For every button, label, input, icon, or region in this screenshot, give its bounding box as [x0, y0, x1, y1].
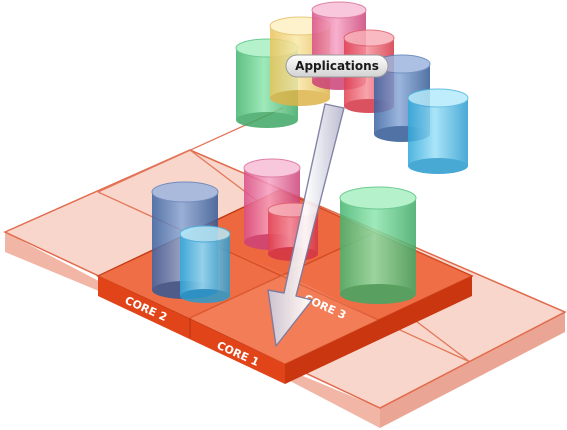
applications-label-pill: Applications — [285, 54, 389, 78]
applications-label: Applications — [295, 59, 379, 73]
arrow-down-icon — [267, 103, 345, 347]
cylinder-icon — [179, 225, 231, 303]
cylinder-icon — [339, 186, 417, 304]
active-core-front-left — [98, 276, 285, 384]
applications-group — [235, 1, 469, 174]
core-board: CORE 2 CORE 1 CORE 3 — [3, 107, 567, 428]
board-right-edge — [380, 312, 565, 428]
cylinder-icon — [407, 88, 469, 174]
